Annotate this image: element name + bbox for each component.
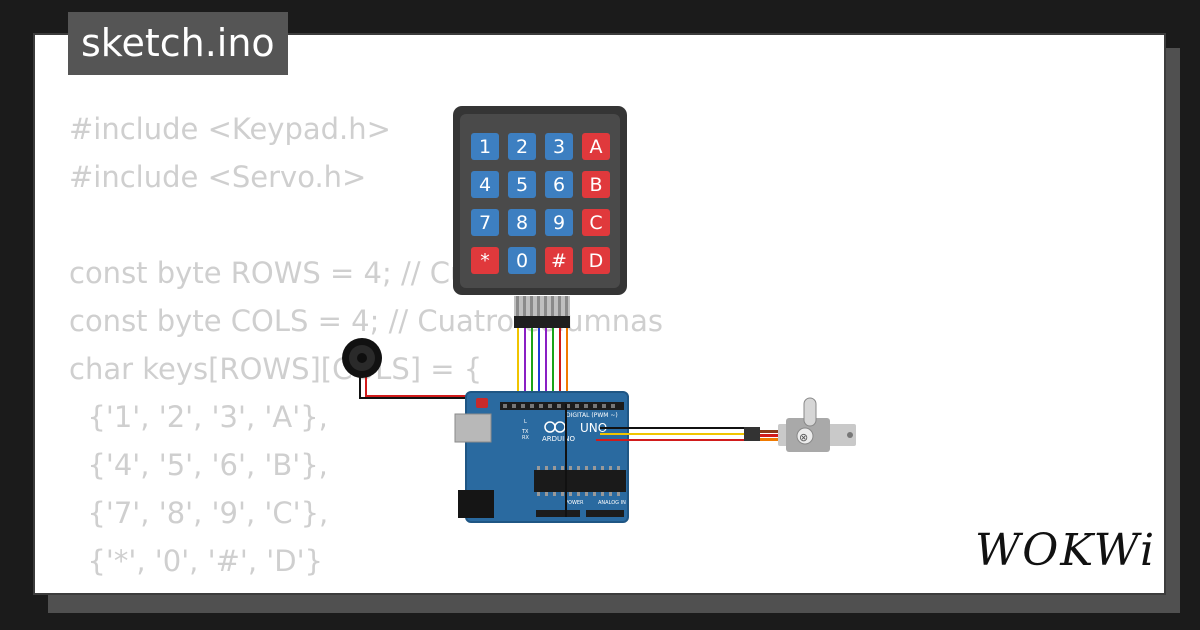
keypad-key-label: 0 (516, 250, 528, 272)
keypad-key-label: # (551, 250, 567, 272)
file-title[interactable]: sketch.ino (68, 12, 288, 75)
keypad-key-label: 3 (553, 136, 565, 158)
keypad-key-label: 2 (516, 136, 528, 158)
keypad-key-label: C (589, 212, 602, 234)
code-line: {'1', '2', '3', 'A'}, (69, 400, 328, 434)
digital-header (500, 402, 624, 410)
keypad-key-8[interactable]: 8 (508, 209, 536, 236)
keypad-key-label: 5 (516, 174, 528, 196)
keypad-key-label: 4 (479, 174, 491, 196)
keypad-key-label: A (590, 136, 603, 158)
servo-motor: ⊗ (744, 397, 856, 452)
keypad-key-#[interactable]: # (545, 247, 573, 274)
buzzer-wire-black (359, 372, 474, 399)
power-header (536, 510, 580, 517)
atmega-chip (534, 470, 626, 492)
keypad-key-0[interactable]: 0 (508, 247, 536, 274)
buzzer (342, 338, 382, 378)
keypad-key-label: B (589, 174, 602, 196)
keypad-key-label: 7 (479, 212, 491, 234)
code-line: #include <Keypad.h> (69, 112, 391, 146)
arduino-uno: DIGITAL (PWM ~) UNO ARDUINO L TX RX POWE… (454, 391, 629, 523)
keypad-key-7[interactable]: 7 (471, 209, 499, 236)
keypad-key-D[interactable]: D (582, 247, 610, 274)
l-label: L (524, 419, 527, 425)
keypad-key-6[interactable]: 6 (545, 171, 573, 198)
keypad-key-3[interactable]: 3 (545, 133, 573, 160)
keypad-key-label: D (589, 250, 604, 272)
keypad-key-label: * (480, 250, 490, 272)
digital-label: DIGITAL (PWM ~) (566, 412, 618, 419)
keypad-key-5[interactable]: 5 (508, 171, 536, 198)
power-label: POWER (565, 500, 584, 506)
svg-text:⊗: ⊗ (799, 431, 808, 444)
wokwi-logo[interactable]: WOKWi (975, 525, 1157, 576)
analog-header (586, 510, 624, 517)
keypad-key-1[interactable]: 1 (471, 133, 499, 160)
keypad-key-*[interactable]: * (471, 247, 499, 274)
keypad-key-4[interactable]: 4 (471, 171, 499, 198)
keypad-key-label: 6 (553, 174, 565, 196)
keypad-key-C[interactable]: C (582, 209, 610, 236)
code-line: #include <Servo.h> (69, 160, 367, 194)
code-line: {'7', '8', '9', 'C'}, (69, 496, 329, 530)
buzzer-wire-red (365, 372, 481, 404)
reset-button (476, 398, 488, 408)
keypad-key-2[interactable]: 2 (508, 133, 536, 160)
code-line: const byte COLS = 4; // Cuatro columnas (69, 304, 663, 338)
code-line: {'4', '5', '6', 'B'}, (69, 448, 328, 482)
tx-label: TX (521, 429, 529, 435)
code-line: {'*', '0', '#', 'D'} (69, 544, 324, 578)
keypad-key-A[interactable]: A (582, 133, 610, 160)
uno-label: UNO (580, 421, 607, 435)
keypad-key-B[interactable]: B (582, 171, 610, 198)
keypad-key-9[interactable]: 9 (545, 209, 573, 236)
power-jack (458, 490, 494, 518)
keypad: 1 2 3 A 4 5 6 B 7 8 9 C * 0 # D (453, 106, 627, 328)
usb-port (454, 413, 492, 443)
keypad-key-label: 9 (553, 212, 565, 234)
arduino-label: ARDUINO (542, 435, 575, 443)
analog-label: ANALOG IN (598, 500, 626, 506)
keypad-key-label: 8 (516, 212, 528, 234)
keypad-key-label: 1 (479, 136, 491, 158)
rx-label: RX (522, 435, 529, 441)
code-line: }; (69, 585, 663, 593)
